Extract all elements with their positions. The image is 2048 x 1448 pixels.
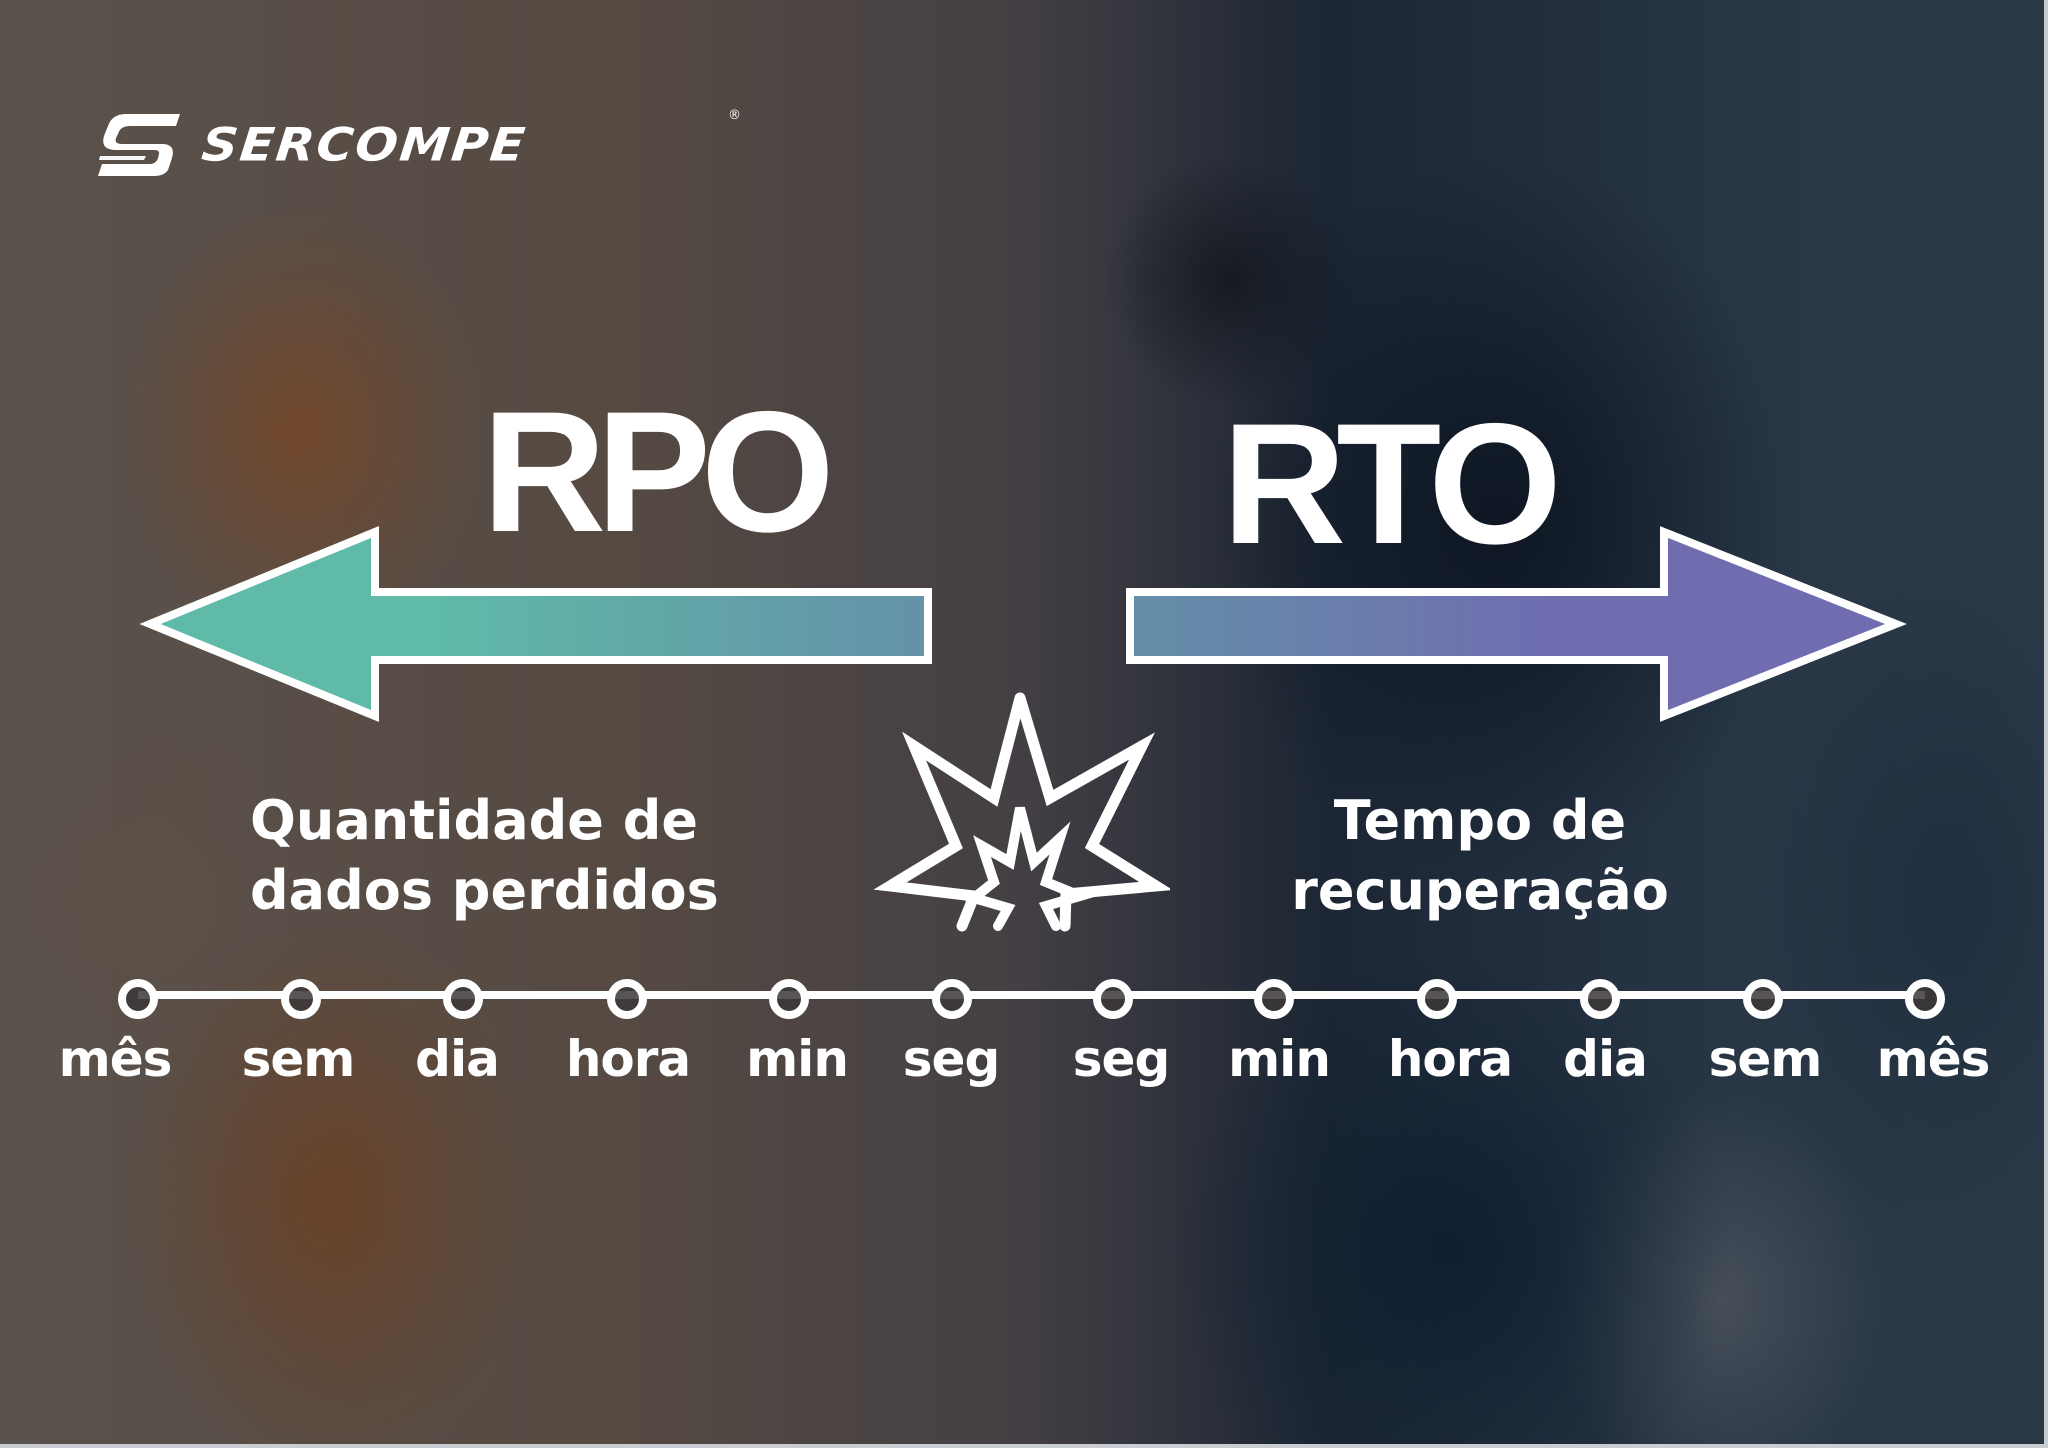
timeline-node-rpo-month — [118, 979, 158, 1019]
timeline-node-rto-week — [1743, 979, 1783, 1019]
rpo-subtitle: Quantidade de dados perdidos — [220, 786, 810, 926]
timeline-node-rpo-minute — [769, 979, 809, 1019]
timeline-node-rto-second — [1093, 979, 1133, 1019]
rpo-title: RPO — [482, 376, 835, 568]
timeline-node-rto-month — [1905, 979, 1945, 1019]
rto-subtitle: Tempo de recuperação — [1230, 786, 1730, 926]
rpo-subtitle-line2: dados perdidos — [250, 859, 719, 922]
timeline-node-rpo-day — [443, 979, 483, 1019]
brand-logo: SERCOMPE ® — [96, 108, 741, 178]
sercompe-s-logo-icon — [98, 114, 180, 176]
rto-right-arrow-icon — [1126, 526, 1907, 722]
timeline-node-rto-minute — [1254, 979, 1294, 1019]
timeline-node-rto-hour — [1417, 979, 1457, 1019]
rpo-subtitle-line1: Quantidade de — [250, 789, 699, 852]
registered-mark: ® — [728, 108, 741, 123]
timeline-node-rpo-second — [932, 979, 972, 1019]
timeline-node-rto-day — [1580, 979, 1620, 1019]
timeline-node-rpo-week — [281, 979, 321, 1019]
timeline-node-rpo-hour — [607, 979, 647, 1019]
rto-subtitle-line2: recuperação — [1291, 859, 1669, 922]
bottom-edge-border — [0, 1444, 2048, 1448]
right-edge-border — [2044, 0, 2048, 1448]
rpo-left-arrow-icon — [139, 526, 932, 722]
explosion-icon — [873, 692, 1170, 932]
rto-subtitle-line1: Tempo de — [1333, 789, 1627, 852]
rto-title: RTO — [1222, 388, 1562, 580]
